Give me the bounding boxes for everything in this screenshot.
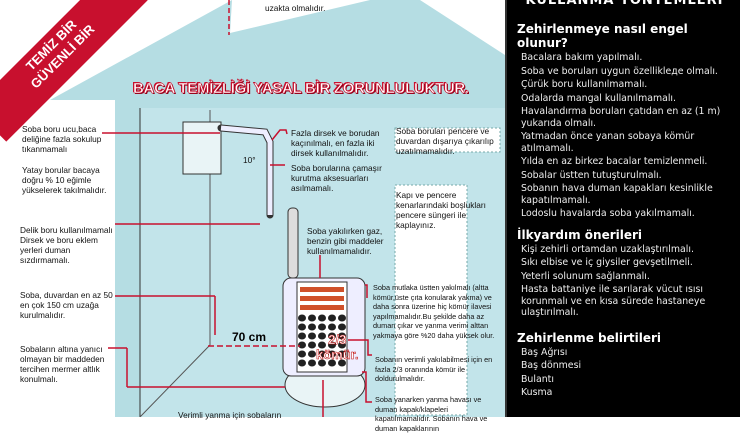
- panel-list-item: Bacalara bakım yapılmalı.: [521, 52, 643, 63]
- label-efficient: Verimli yanma için sobaların: [178, 410, 282, 420]
- label-base: Sobaların altına yanıcı olmayan bir madd…: [20, 344, 105, 384]
- section-heading-first-aid: İlkyardım önerileri: [517, 227, 643, 242]
- coal-piece: [318, 359, 326, 367]
- panel-list-item: Soba ve boruları uygun özellikleде olmal…: [521, 65, 718, 77]
- label-elbows: Fazla dirsek ve borudan kaçınılmalı, en …: [291, 128, 380, 158]
- panel-title: KULLANMA YÖNTEMLERİ: [525, 0, 724, 8]
- coal-piece: [308, 332, 316, 340]
- coal-piece: [298, 323, 306, 331]
- coal-piece: [328, 359, 336, 367]
- panel-list-item: Sobalar üstten tutuşturulmalı.: [521, 169, 662, 181]
- section-heading-symptoms: Zehirlenme belirtileri: [517, 330, 662, 345]
- coal-piece: [308, 359, 316, 367]
- distance-70: 70 cm: [232, 330, 267, 344]
- panel-list-item: Yeterli solunum sağlanmalı.: [521, 270, 650, 282]
- panel-list-item: Yılda en az birkez bacalar temizlenmeli.: [521, 156, 708, 167]
- coal-piece: [338, 314, 346, 322]
- label-holes: Delik boru kullanılmamalı Dirsek ve boru…: [20, 225, 113, 265]
- coal-piece: [318, 350, 326, 358]
- coal-piece: [338, 323, 346, 331]
- panel-list-item: Bulantı: [521, 373, 554, 385]
- house-illustration: [50, 0, 505, 417]
- coal-piece: [318, 323, 326, 331]
- panel-list-item: Baş Ağrısı: [521, 346, 568, 358]
- label-distance: Soba, duvardan en az 50 en çok 150 cm uz…: [20, 290, 113, 320]
- label-pipe-end: Soba boru ucu,baca deliğine fazla sokulu…: [22, 124, 102, 154]
- label-horizontal: Yatay borular bacaya doğru % 10 eğimle y…: [22, 165, 107, 195]
- coal-piece: [298, 341, 306, 349]
- panel-list-item: Lodoslu havalarda soba yakılmamalı.: [521, 208, 695, 219]
- panel-list-item: Hasta battaniye ile sarılarak vücut ısıs…: [521, 284, 706, 318]
- coal-piece: [298, 332, 306, 340]
- coal-piece: [298, 314, 306, 322]
- panel-list-item: Odalarda mangal kullanılmamalı.: [521, 92, 677, 104]
- angle-label: 10°: [243, 155, 256, 165]
- coal-piece: [308, 314, 316, 322]
- label-fill: Sobanın verimli yakılabilmesi için en fa…: [375, 355, 493, 383]
- coal-piece: [328, 332, 336, 340]
- panel-list-item: Kusma: [521, 387, 553, 398]
- coal-piece: [308, 341, 316, 349]
- label-top-light: Soba mutlaka üstten yakılmalı (altta köm…: [373, 283, 495, 340]
- label-sponge: Kapı ve pencere kenarlarındaki boşluklar…: [396, 190, 486, 230]
- coal-piece: [328, 350, 336, 358]
- coal-piece: [318, 332, 326, 340]
- coal-piece: [318, 314, 326, 322]
- coal-piece: [308, 323, 316, 331]
- label-laundry: Soba borularına çamaşır kurutma aksesuar…: [291, 163, 382, 193]
- coal-piece: [318, 341, 326, 349]
- panel-list-item: Kişi zehirli ortamdan uzaklaştırılmalı.: [521, 243, 694, 255]
- headline: BACA TEMİZLİĞİ YASAL BİR ZORUNLULUKTUR.: [133, 80, 470, 98]
- coal-piece: [328, 323, 336, 331]
- coal-piece: [308, 350, 316, 358]
- coal-piece: [338, 341, 346, 349]
- panel-list-item: Baş dönmesi: [521, 360, 582, 371]
- panel-list-item: Sıkı elbise ve iç giysiler gevşetilmeli.: [521, 257, 693, 268]
- panel-list-item: Havalandırma boruları çatıdan en az (1 m…: [521, 106, 721, 129]
- coal-piece: [338, 332, 346, 340]
- coal-piece: [328, 341, 336, 349]
- coal-piece: [338, 359, 346, 367]
- label-air: Soba yanarken yanma havası ve duman kapa…: [375, 395, 488, 433]
- label-chimney-top: uzakta olmalıdır.: [265, 3, 326, 13]
- label-window: Soba boruları pencere ve duvardan dışarı…: [396, 126, 494, 156]
- panel-list-item: Çürük boru kullanılmamalı.: [521, 79, 648, 90]
- panel-list-item: Sobanın hava duman kapakları kesinlikle …: [521, 183, 713, 206]
- section-heading-prevention: Zehirlenmeye nasıl engel olunur?: [517, 22, 688, 50]
- usage-panel: KULLANMA YÖNTEMLERİ Zehirlenmeye nasıl e…: [505, 0, 740, 417]
- coal-piece: [338, 350, 346, 358]
- coal-piece: [298, 359, 306, 367]
- panel-list-item: Yatmadan önce yanan sobaya kömür atılmam…: [521, 131, 695, 154]
- coal-piece: [298, 350, 306, 358]
- coal-piece: [328, 314, 336, 322]
- label-gas: Soba yakılırken gaz, benzin gibi maddele…: [307, 226, 384, 256]
